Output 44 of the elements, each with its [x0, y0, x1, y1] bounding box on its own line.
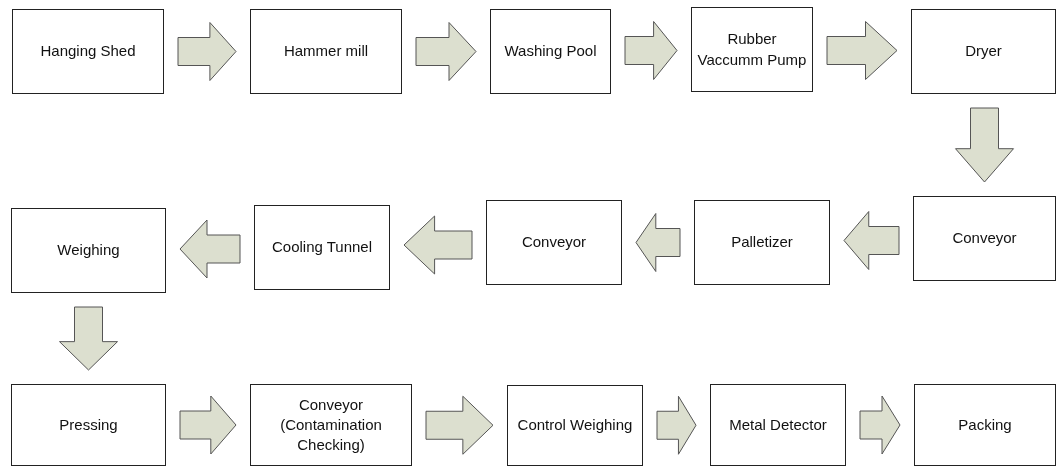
step-label: Washing Pool	[504, 41, 597, 62]
block-arrow	[624, 21, 678, 80]
step-label: Conveyor (Contamination Checking)	[279, 394, 383, 456]
process-box	[250, 9, 402, 94]
process-box	[490, 9, 611, 94]
process-box	[250, 384, 412, 466]
process-box	[11, 208, 166, 293]
block-arrow	[177, 22, 237, 81]
step-label: Conveyor	[952, 228, 1017, 249]
step-label: Rubber Vaccumm Pump	[696, 29, 808, 70]
step-label: Conveyor	[521, 232, 587, 253]
step-label: Packing	[958, 414, 1012, 435]
block-arrow	[179, 395, 237, 455]
step-label: Control Weighing	[517, 415, 633, 436]
process-box	[11, 384, 166, 466]
process-box	[914, 384, 1056, 466]
block-arrow	[826, 21, 898, 80]
block-arrow	[859, 395, 901, 455]
process-box	[694, 200, 830, 285]
step-label: Hammer mill	[283, 41, 369, 62]
block-arrow	[403, 215, 473, 275]
block-arrow	[415, 22, 477, 81]
process-box	[507, 385, 643, 466]
step-label: Palletizer	[731, 232, 793, 253]
process-box	[911, 9, 1056, 94]
step-label: Hanging Shed	[40, 41, 136, 62]
step-label: Metal Detector	[729, 414, 827, 435]
process-box	[913, 196, 1056, 281]
block-arrow	[843, 211, 900, 270]
step-label: Pressing	[59, 414, 118, 435]
block-arrow	[425, 395, 494, 455]
block-arrow	[955, 107, 1014, 183]
step-label: Weighing	[57, 240, 120, 261]
process-box	[12, 9, 164, 94]
step-label: Cooling Tunnel	[271, 237, 373, 258]
block-arrow	[635, 213, 681, 272]
process-box	[691, 7, 813, 92]
step-label: Dryer	[965, 41, 1002, 62]
block-arrow	[179, 219, 241, 279]
process-box	[254, 205, 390, 290]
process-box	[710, 384, 846, 466]
block-arrow	[59, 306, 118, 371]
block-arrow	[656, 395, 697, 455]
process-box	[486, 200, 622, 285]
